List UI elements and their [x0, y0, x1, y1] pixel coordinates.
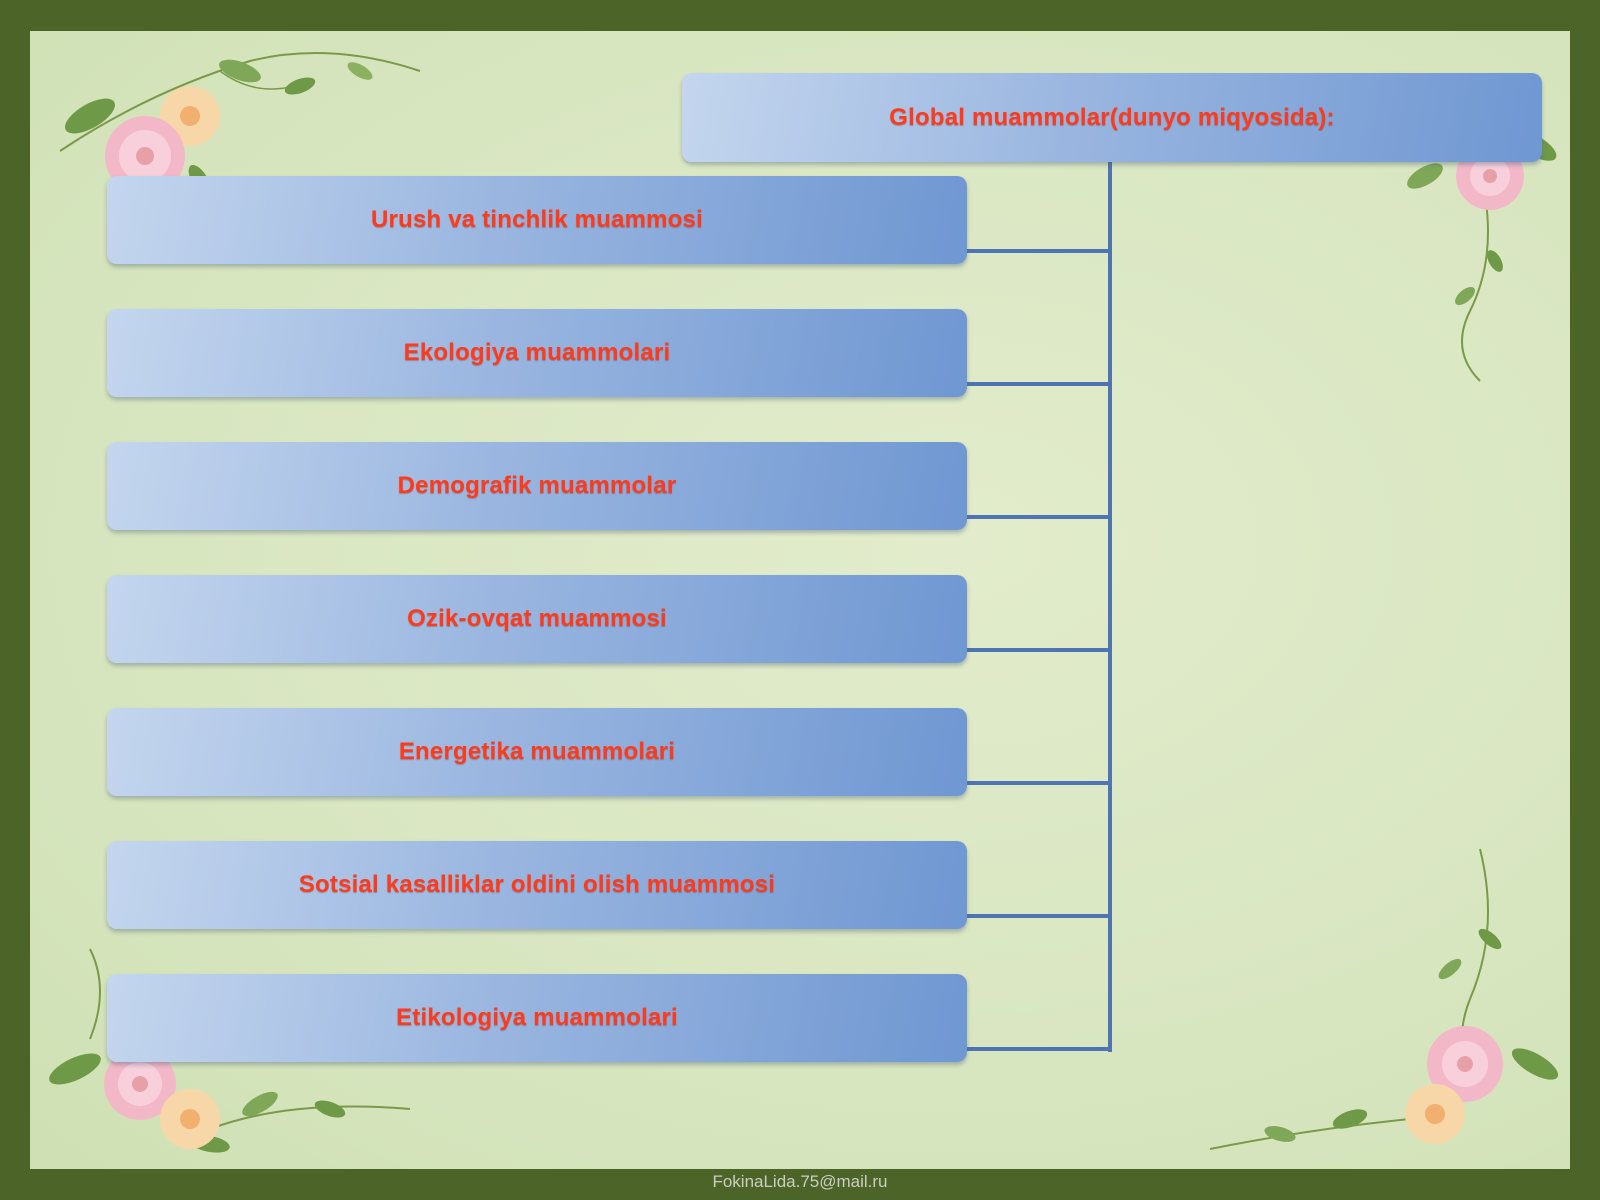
connector-branch-5 — [967, 781, 1112, 785]
flower-vine-bottom-left-icon — [49, 948, 411, 1153]
connector-trunk — [1108, 159, 1112, 1052]
connector-branch-3 — [967, 515, 1112, 519]
connector-branch-6 — [967, 914, 1112, 918]
child-node-label: Sotsial kasalliklar oldini olish muammos… — [298, 871, 776, 898]
connector-branch-4 — [967, 648, 1112, 652]
connector-branch-1 — [967, 249, 1112, 253]
child-node-label: Demografik muammolar — [397, 472, 677, 499]
child-node-label: Etikologiya muammolari — [396, 1004, 678, 1031]
child-node-label: Ekologiya muammolari — [403, 339, 671, 366]
child-node-social-diseases: Sotsial kasalliklar oldini olish muammos… — [107, 841, 967, 929]
child-node-label: Urush va tinchlik muammosi — [371, 206, 703, 233]
root-node: Global muammolar(dunyo miqyosida): — [682, 73, 1542, 162]
footer-email: FokinaLida.75@mail.ru — [712, 1172, 888, 1191]
child-node-demographic: Demografik muammolar — [107, 442, 967, 530]
connector-branch-7 — [967, 1047, 1112, 1051]
child-node-ethics: Etikologiya muammolari — [107, 974, 967, 1062]
slide: Global muammolar(dunyo miqyosida): Urush… — [30, 31, 1570, 1169]
connector-branch-2 — [967, 382, 1112, 386]
flower-vine-bottom-right-icon — [1209, 848, 1559, 1150]
child-node-label: Ozik-ovqat muammosi — [407, 605, 667, 632]
child-node-ecology: Ekologiya muammolari — [107, 309, 967, 397]
child-node-war-and-peace: Urush va tinchlik muammosi — [107, 176, 967, 264]
child-node-energy: Energetika muammolari — [107, 708, 967, 796]
root-node-label: Global muammolar(dunyo miqyosida): — [889, 103, 1335, 131]
child-node-food: Ozik-ovqat muammosi — [107, 575, 967, 663]
child-node-label: Energetika muammolari — [398, 738, 676, 765]
